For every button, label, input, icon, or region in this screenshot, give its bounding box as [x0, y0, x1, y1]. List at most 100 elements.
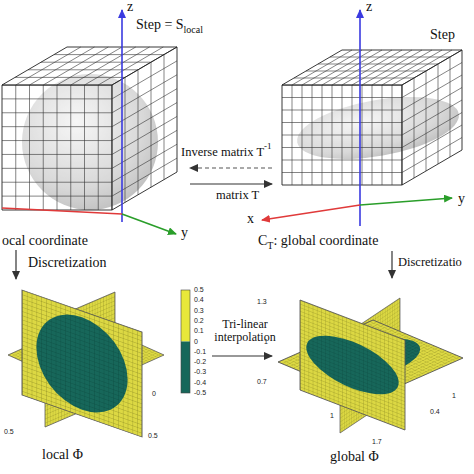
grid-line: [302, 50, 362, 85]
grid-line: [2, 168, 112, 169]
grid-line: [98, 85, 99, 210]
colorbar-frame: [181, 290, 190, 393]
tick-label: 0.5: [4, 428, 14, 435]
tick-label: 1.7: [372, 438, 382, 445]
grid-line: [29, 85, 30, 210]
grid-line: [41, 62, 151, 63]
tick-label: -0.4: [194, 379, 206, 386]
text-label: global Φ: [330, 450, 379, 464]
tick-label: 0.2: [194, 317, 204, 324]
colorbar-high: [181, 290, 190, 342]
tick-label: 1: [452, 392, 456, 399]
grid-line: [57, 47, 122, 85]
grid-line: [282, 110, 402, 111]
grid-line: [15, 85, 16, 210]
text-label: z: [127, 0, 133, 14]
inverse-arrow: [190, 167, 272, 168]
grid-line: [282, 160, 402, 161]
tick-label: -0.5: [194, 389, 206, 396]
grid-line: [30, 47, 95, 85]
grid-line: [322, 50, 382, 85]
grid-line: [282, 135, 402, 136]
grid-line: [282, 147, 402, 148]
grid-line: [151, 62, 152, 187]
tick-label: -0.2: [194, 358, 206, 365]
text-label: : global coordinate: [273, 234, 378, 248]
slice-plane: [300, 300, 405, 430]
text-label: Discretization: [28, 256, 107, 270]
text-label: Inverse matrix T: [181, 146, 264, 159]
grid-face: [282, 85, 402, 185]
tick-label: 1: [264, 338, 268, 345]
forward-arrow: [190, 183, 272, 184]
grid-line: [330, 57, 450, 58]
grid-line: [332, 50, 392, 85]
grid-line: [16, 47, 81, 85]
text-label: -1: [264, 142, 272, 151]
text-label: local: [184, 25, 203, 35]
grid-line: [15, 77, 125, 78]
text-label: y: [458, 192, 465, 206]
grid-line: [84, 85, 85, 210]
x-axis: [2, 208, 122, 214]
grid-line: [282, 97, 402, 98]
interpolation-arrow: [212, 355, 272, 356]
text-label: Tri-linear interpolation: [207, 318, 283, 344]
grid-line: [164, 55, 165, 180]
grid-line: [2, 126, 112, 127]
z-axis: [121, 10, 123, 222]
grid-line: [2, 98, 112, 99]
text-label: matrix T: [216, 189, 259, 202]
grid-line: [306, 71, 426, 72]
grid-line: [342, 50, 402, 85]
text-label: C: [258, 234, 267, 248]
discretization-arrow: [391, 251, 392, 278]
grid-line: [43, 85, 44, 210]
z-axis: [359, 10, 361, 226]
tick-label: 1.3: [257, 298, 267, 305]
tick-label: -0.3: [194, 368, 206, 375]
grid-line: [2, 182, 112, 183]
text-label: Discretizatio: [398, 256, 462, 269]
grid-line: [312, 50, 372, 85]
grid-line: [70, 85, 71, 210]
grid-line: [294, 78, 414, 79]
grid-line: [54, 54, 164, 55]
discretization-arrow: [15, 250, 16, 279]
tick-label: 0: [152, 390, 156, 397]
slice-plane: [22, 290, 142, 437]
tick-label: 0: [194, 338, 198, 345]
text-label: x: [247, 212, 254, 226]
tick-label: 0.3: [194, 307, 204, 314]
grid-line: [292, 50, 352, 85]
text-label: Step: [430, 28, 455, 42]
grid-line: [282, 122, 402, 123]
tick-label: 0.5: [148, 432, 158, 439]
tick-label: 1: [330, 412, 334, 419]
tick-label: 0.5: [194, 286, 204, 293]
tick-label: 0.1: [194, 327, 204, 334]
text-label: local Φ: [42, 448, 83, 462]
y-axis: [360, 198, 452, 205]
grid-face: [2, 85, 112, 210]
grid-line: [318, 64, 438, 65]
grid-line: [2, 196, 112, 197]
grid-line: [43, 47, 108, 85]
grid-line: [352, 50, 412, 85]
grid-line: [2, 154, 112, 155]
y-axis: [122, 214, 176, 234]
tick-label: -0.1: [194, 348, 206, 355]
grid-line: [282, 172, 402, 173]
voxel-grid: [2, 47, 462, 210]
colorbar-low: [181, 342, 190, 394]
grid-line: [2, 140, 112, 141]
text-label: ocal coordinate: [2, 234, 88, 248]
tick-label: 0.7: [257, 378, 267, 385]
grid-line: [57, 85, 58, 210]
grid-line: [402, 138, 462, 173]
grid-line: [138, 70, 139, 195]
text-label: y: [181, 226, 188, 240]
text-label: Step = S: [136, 18, 184, 32]
grid-line: [2, 112, 112, 113]
